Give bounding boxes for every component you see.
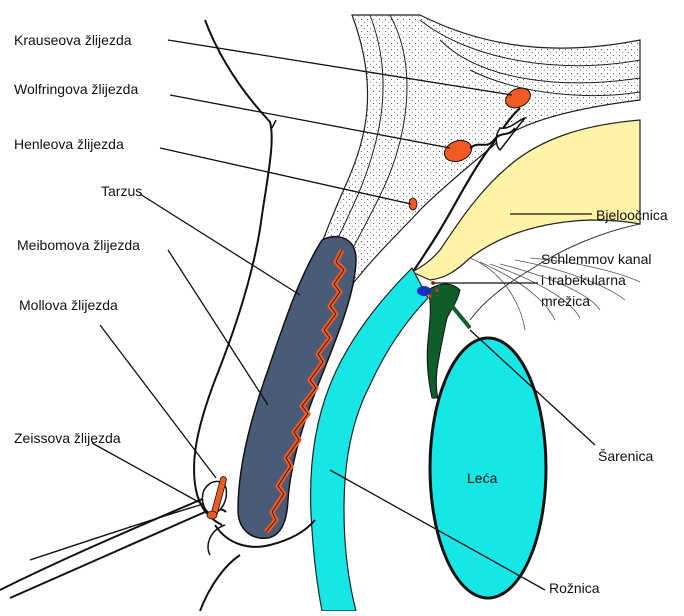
label-schlemm-line3: mrežica [541, 293, 590, 309]
label-sclera: Bjeloočnica [596, 207, 668, 223]
label-lens: Leća [467, 470, 497, 486]
label-wolfring-gland: Wolfringova žlijezda [14, 81, 138, 97]
label-schlemm-line2: i trabekularna [541, 272, 626, 288]
lower-lid-outline [200, 555, 240, 611]
eyelash [0, 496, 224, 590]
label-tarsus: Tarzus [101, 183, 142, 199]
label-moll-gland: Mollova žlijezda [19, 297, 118, 313]
label-iris: Šarenica [598, 448, 653, 464]
label-schlemm-line1: Schlemmov kanal [541, 251, 652, 267]
label-henle-gland: Henleova žlijezda [14, 136, 124, 152]
label-cornea: Rožnica [549, 580, 600, 596]
skin-inner-line [272, 120, 276, 128]
label-zeis-gland: Zeissova žlijezda [14, 430, 121, 446]
label-meibomian-gland: Meibomova žlijezda [17, 237, 140, 253]
schlemm-canal [417, 286, 431, 296]
lens-shape [430, 338, 546, 598]
label-krause-gland: Krauseova žlijezda [14, 32, 132, 48]
moll-gland [207, 511, 217, 519]
